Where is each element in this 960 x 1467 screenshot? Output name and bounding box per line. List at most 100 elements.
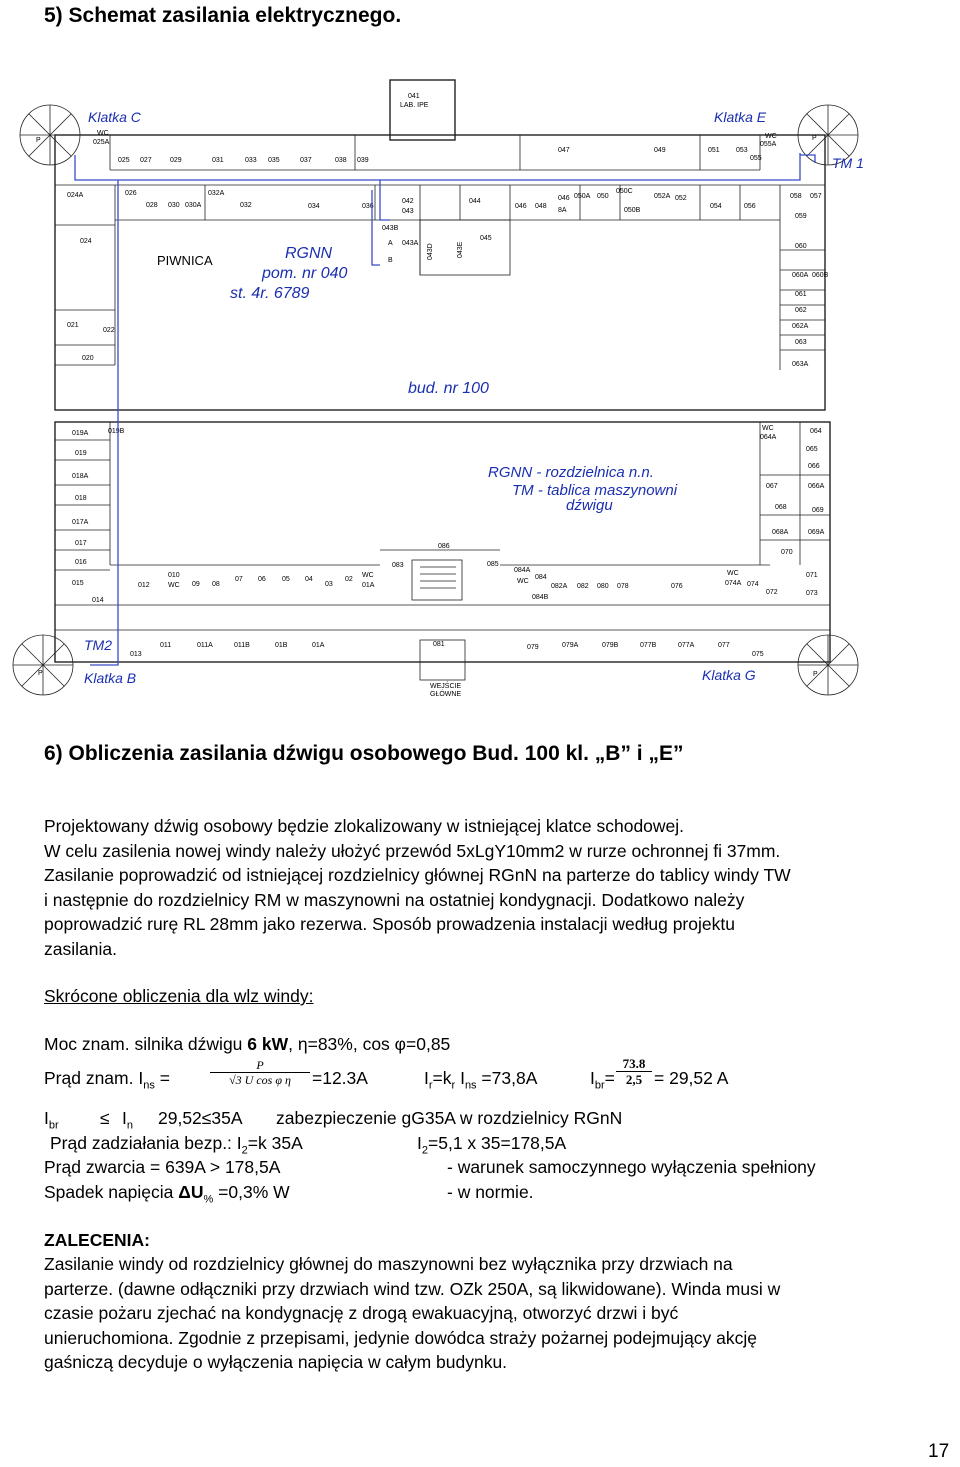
svg-text:027: 027 <box>140 157 152 164</box>
section-5-title: 5) Schemat zasilania elektrycznego. <box>44 4 402 27</box>
svg-text:018: 018 <box>75 495 87 502</box>
svg-text:064: 064 <box>810 428 822 435</box>
svg-text:P: P <box>813 671 818 678</box>
svg-text:079A: 079A <box>562 642 579 649</box>
svg-text:055: 055 <box>750 155 762 162</box>
svg-text:074A: 074A <box>725 580 742 587</box>
svg-text:021: 021 <box>67 322 79 329</box>
svg-text:011: 011 <box>160 642 171 649</box>
svg-text:09: 09 <box>192 581 200 588</box>
legend-rgnn: RGNN - rozdzielnica n.n. <box>488 464 654 481</box>
klatka-e-label: Klatka E <box>714 109 767 125</box>
svg-text:02: 02 <box>345 576 353 583</box>
svg-text:050C: 050C <box>616 188 633 195</box>
svg-text:066A: 066A <box>808 483 825 490</box>
svg-text:WC: WC <box>97 130 109 137</box>
svg-text:010: 010 <box>168 572 180 579</box>
svg-text:047: 047 <box>558 147 570 154</box>
svg-text:04: 04 <box>305 576 313 583</box>
svg-text:8A: 8A <box>558 207 567 214</box>
plan-top-wing <box>54 134 826 411</box>
cable-routes <box>74 153 816 666</box>
svg-text:017: 017 <box>75 540 87 547</box>
svg-text:046: 046 <box>515 203 527 210</box>
condition-ibr: Ibr <box>44 1108 59 1132</box>
svg-text:029: 029 <box>170 157 182 164</box>
svg-text:026: 026 <box>125 190 137 197</box>
svg-text:076: 076 <box>671 583 683 590</box>
svg-text:WC: WC <box>362 572 374 579</box>
svg-text:057: 057 <box>810 193 822 200</box>
svg-text:019B: 019B <box>108 428 125 435</box>
svg-text:P: P <box>36 137 41 144</box>
svg-text:A: A <box>388 240 393 247</box>
svg-text:062: 062 <box>795 307 807 314</box>
svg-text:031: 031 <box>212 157 224 164</box>
svg-text:084B: 084B <box>532 594 549 601</box>
klatka-g-label: Klatka G <box>702 667 756 683</box>
section-6-title: 6) Obliczenia zasilania dźwigu osobowego… <box>44 742 684 765</box>
svg-text:020: 020 <box>82 355 94 362</box>
stair-c: P <box>19 104 81 166</box>
legend-tm-2: dźwigu <box>566 497 613 514</box>
svg-text:064A: 064A <box>760 434 777 441</box>
svg-text:019: 019 <box>75 450 87 457</box>
svg-text:046: 046 <box>558 195 570 202</box>
recommendation-line: czasie pożaru zjechać na kondygnację z d… <box>44 1303 679 1323</box>
condition-values: 29,52≤35A <box>158 1108 243 1128</box>
svg-text:039: 039 <box>357 157 369 164</box>
svg-text:080: 080 <box>597 583 609 590</box>
svg-text:012: 012 <box>138 582 150 589</box>
svg-text:056: 056 <box>744 203 756 210</box>
svg-text:025: 025 <box>118 157 130 164</box>
svg-text:024A: 024A <box>67 192 84 199</box>
svg-text:034: 034 <box>308 203 320 210</box>
svg-text:061: 061 <box>795 291 807 298</box>
building-number-note: bud. nr 100 <box>408 380 489 397</box>
description-block: Projektowany dźwig osobowy będzie zlokal… <box>44 814 944 961</box>
svg-text:08: 08 <box>212 581 220 588</box>
svg-text:050A: 050A <box>574 193 591 200</box>
svg-text:013: 013 <box>130 651 142 658</box>
lab-name: LAB. IPE <box>400 102 429 109</box>
svg-text:043: 043 <box>402 208 414 215</box>
svg-text:06: 06 <box>258 576 266 583</box>
svg-text:067: 067 <box>766 483 778 490</box>
description-line: i następnie do rozdzielnicy RM w maszyno… <box>44 889 745 910</box>
svg-text:066: 066 <box>808 463 820 470</box>
svg-text:043E: 043E <box>457 241 464 258</box>
svg-text:WC: WC <box>727 570 739 577</box>
motor-power-value: 6 kW <box>247 1034 289 1054</box>
svg-text:051: 051 <box>708 147 720 154</box>
ibr-numerator: 73.8 <box>622 1056 646 1071</box>
svg-text:011A: 011A <box>197 642 213 649</box>
svg-text:063: 063 <box>795 339 807 346</box>
svg-text:043B: 043B <box>382 225 399 232</box>
ibr-value: = 29,52 A <box>654 1068 729 1088</box>
svg-text:068A: 068A <box>772 529 789 536</box>
svg-text:071: 071 <box>806 572 818 579</box>
svg-text:060B: 060B <box>812 272 829 279</box>
plan-bottom-wing <box>54 421 831 663</box>
klatka-b-label: Klatka B <box>84 670 136 686</box>
svg-text:083: 083 <box>392 562 404 569</box>
svg-text:036: 036 <box>362 203 374 210</box>
condition-in: In <box>122 1108 133 1132</box>
svg-text:055A: 055A <box>760 141 777 148</box>
recommendations-block: Zasilanie windy od rozdzielnicy głównej … <box>44 1252 954 1375</box>
recommendation-line: unieruchomiona. Zgodnie z przepisami, je… <box>44 1327 758 1348</box>
recommendation-line: parterze. (dawne odłączniki przy drzwiac… <box>44 1278 781 1299</box>
svg-text:085: 085 <box>487 561 499 568</box>
page-number: 17 <box>928 1441 950 1462</box>
tm1-label: TM 1 <box>832 155 864 171</box>
nominal-current-fraction: P √3 U cos φ η <box>210 1059 310 1087</box>
svg-text:069: 069 <box>812 507 824 514</box>
svg-text:069A: 069A <box>808 529 825 536</box>
description-line: Projektowany dźwig osobowy będzie zlokal… <box>44 816 685 836</box>
svg-text:042: 042 <box>402 198 414 205</box>
svg-text:043A: 043A <box>402 240 419 247</box>
svg-text:052A: 052A <box>654 193 671 200</box>
short-circuit-current: Prąd zwarcia = 639A > 178,5A <box>44 1157 281 1177</box>
svg-text:038: 038 <box>335 157 347 164</box>
